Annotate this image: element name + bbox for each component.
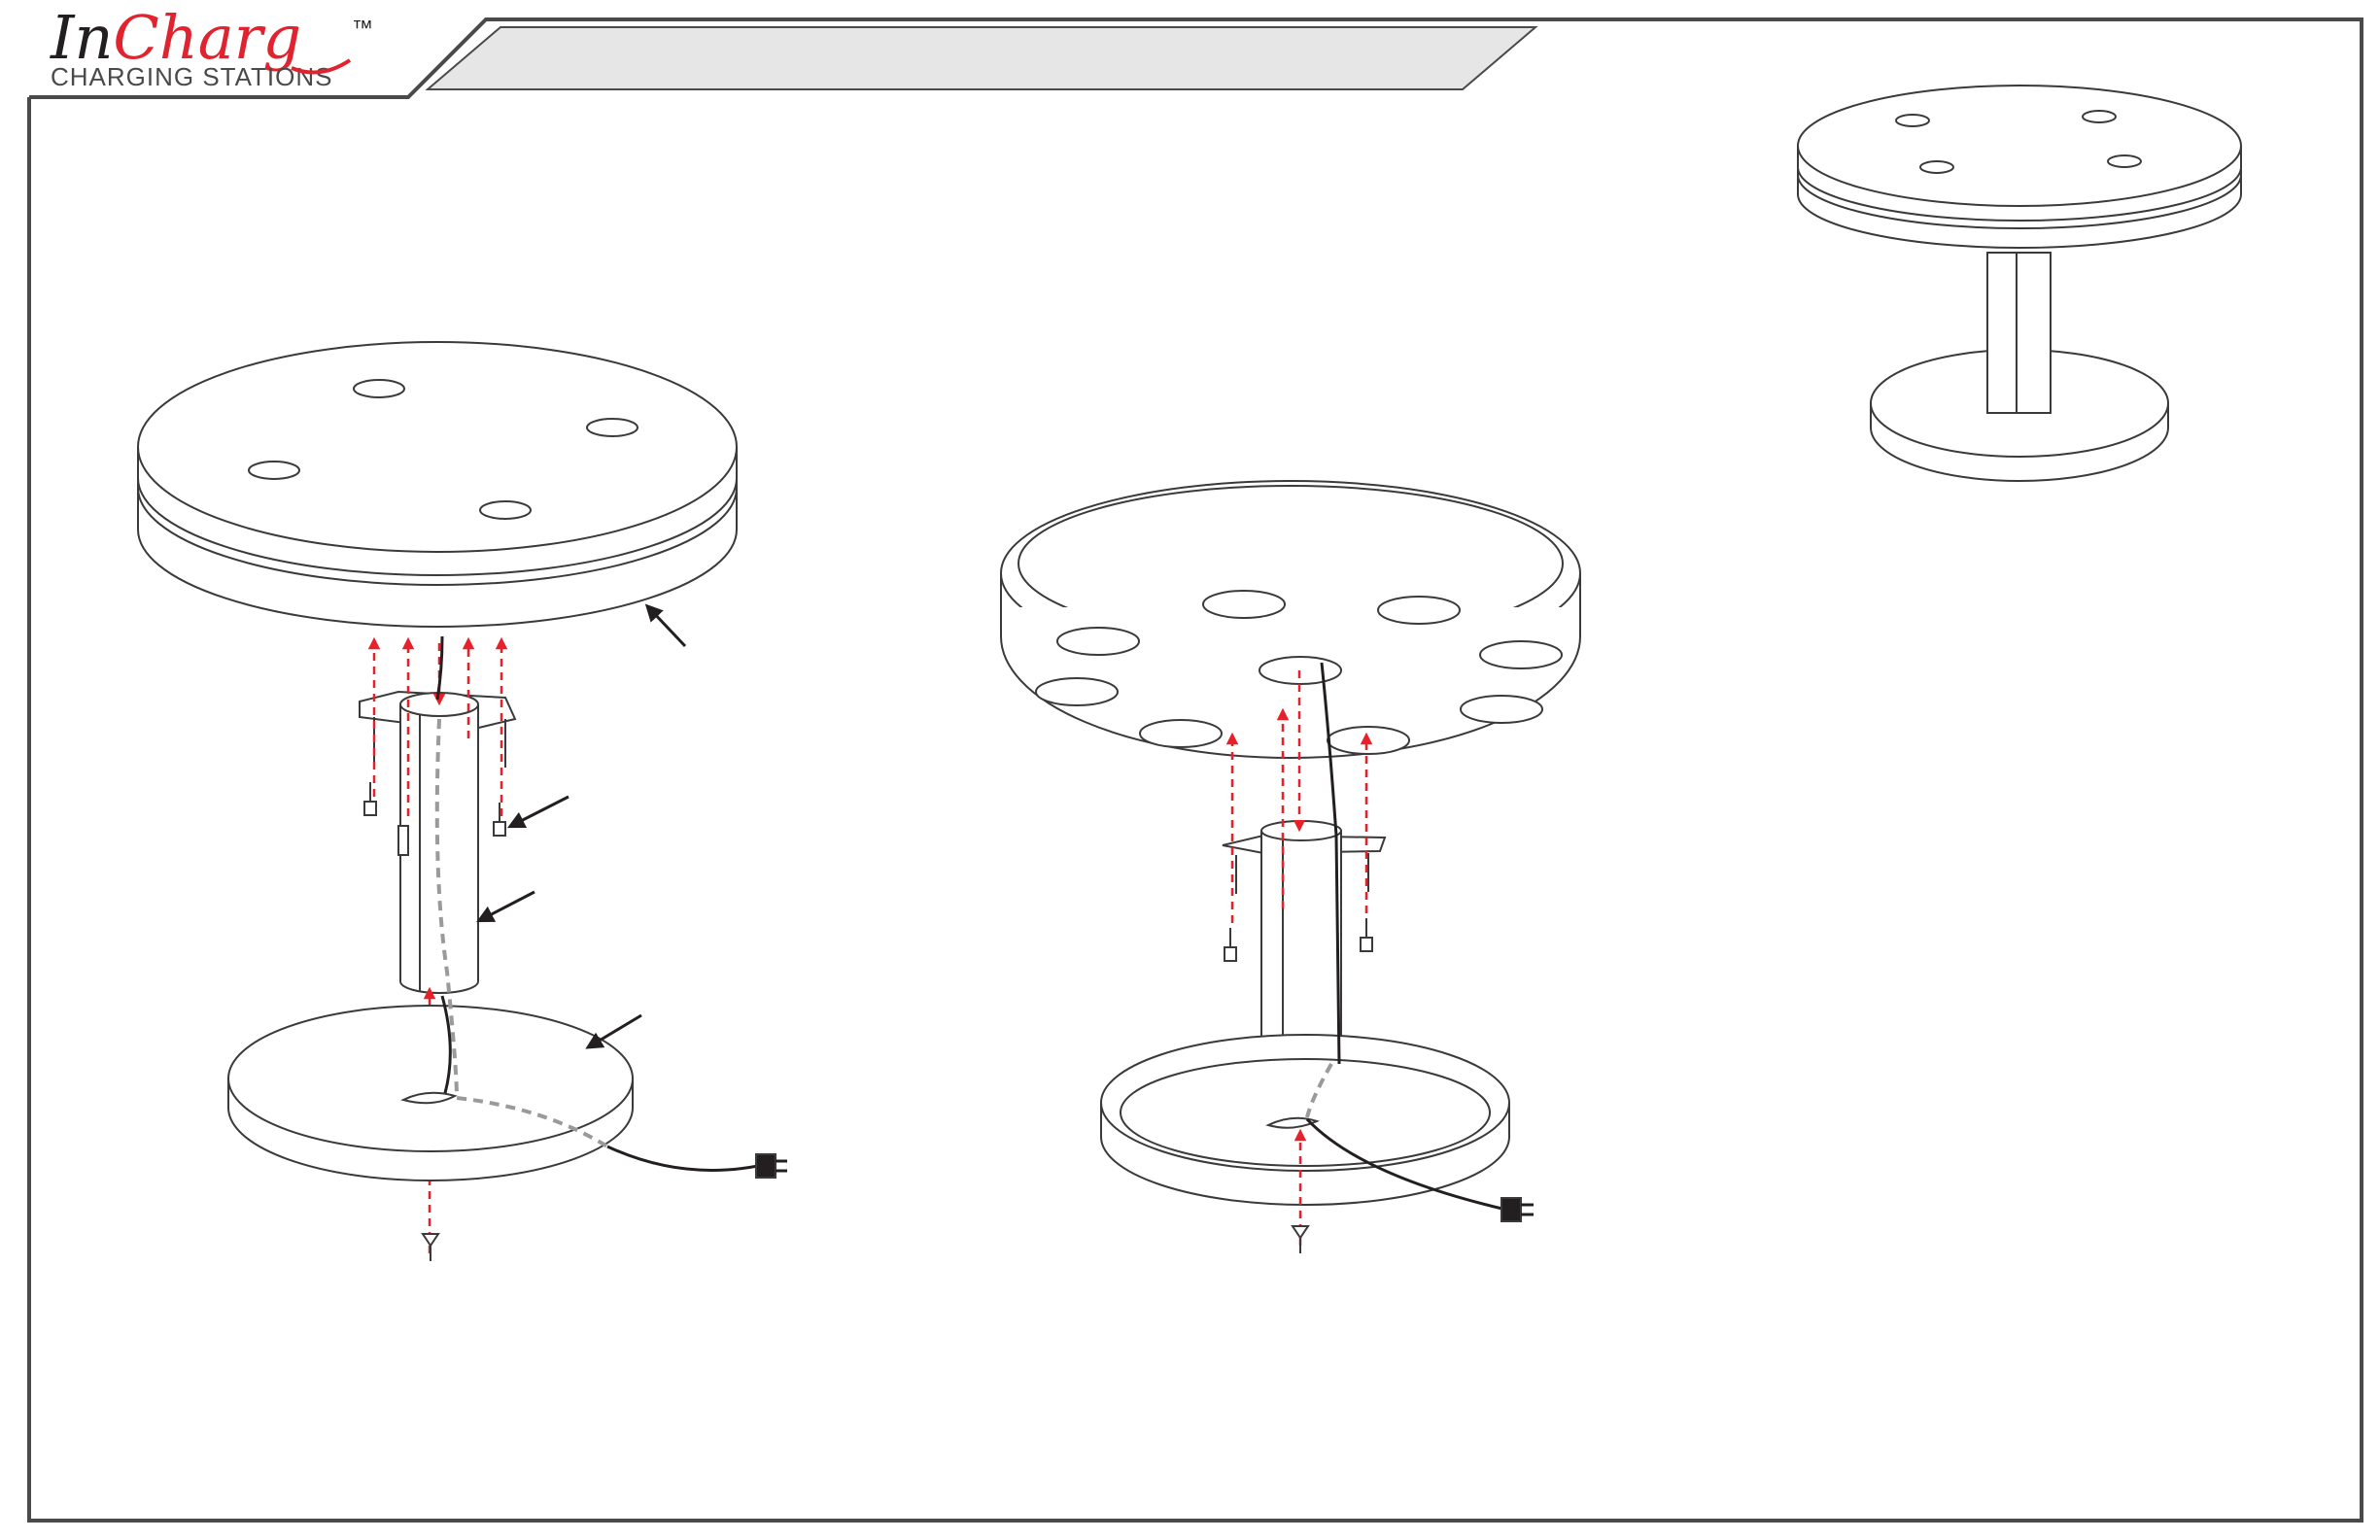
brand-subtitle: CHARGING STATIONS (51, 62, 333, 91)
tabletop-underside (1001, 481, 1580, 758)
brand-trademark: ™ (352, 16, 373, 40)
cup-holder-5 (1036, 678, 1118, 705)
screw-icon (1361, 918, 1372, 951)
tabletop-hole-1 (354, 380, 404, 397)
tabletop-disc (1798, 86, 2241, 248)
assembled-station-view (1798, 86, 2241, 481)
cup-holder-9 (1328, 727, 1409, 754)
screw-icon (1224, 928, 1236, 961)
exploded-assembly-view-1 (138, 342, 787, 1261)
plug-icon (1501, 1198, 1534, 1221)
column-tube (1987, 253, 2051, 413)
cup-holder-2 (1378, 597, 1460, 624)
tabletop-hole-1 (1896, 115, 1929, 126)
cup-holder-4 (1480, 641, 1562, 668)
tabletop-hole-2 (2083, 111, 2116, 122)
cup-holder-1 (1203, 591, 1285, 618)
screw-icon (364, 782, 376, 815)
base-disc (1101, 1035, 1509, 1205)
base-disc (228, 1006, 633, 1181)
screw-icon (494, 803, 505, 836)
callout-arrow-icon (515, 797, 569, 824)
header-banner (428, 27, 1535, 89)
exploded-assembly-view-2 (1001, 481, 1580, 1253)
tabletop-hole-2 (587, 419, 638, 436)
screw-icon (1293, 1226, 1308, 1253)
callout-arrow-icon (484, 892, 535, 918)
cup-holder-7 (1461, 696, 1542, 723)
tabletop-hole-3 (249, 462, 299, 479)
screw-icon (423, 1234, 438, 1261)
brand-logo: InCharg ™ CHARGING STATIONS (50, 2, 373, 91)
callout-arrow-icon (593, 1015, 641, 1044)
tabletop-hole-3 (1920, 161, 1953, 173)
cup-holder-8 (1140, 720, 1222, 747)
tabletop-hole-4 (480, 501, 531, 519)
tabletop-hole-4 (2108, 155, 2141, 167)
column-tube (1261, 821, 1341, 1064)
tabletop-disc (138, 342, 737, 627)
plug-icon (756, 1154, 787, 1178)
cup-holder-3 (1057, 628, 1139, 655)
callout-arrow-icon (651, 610, 685, 646)
screw-icon (398, 826, 408, 855)
